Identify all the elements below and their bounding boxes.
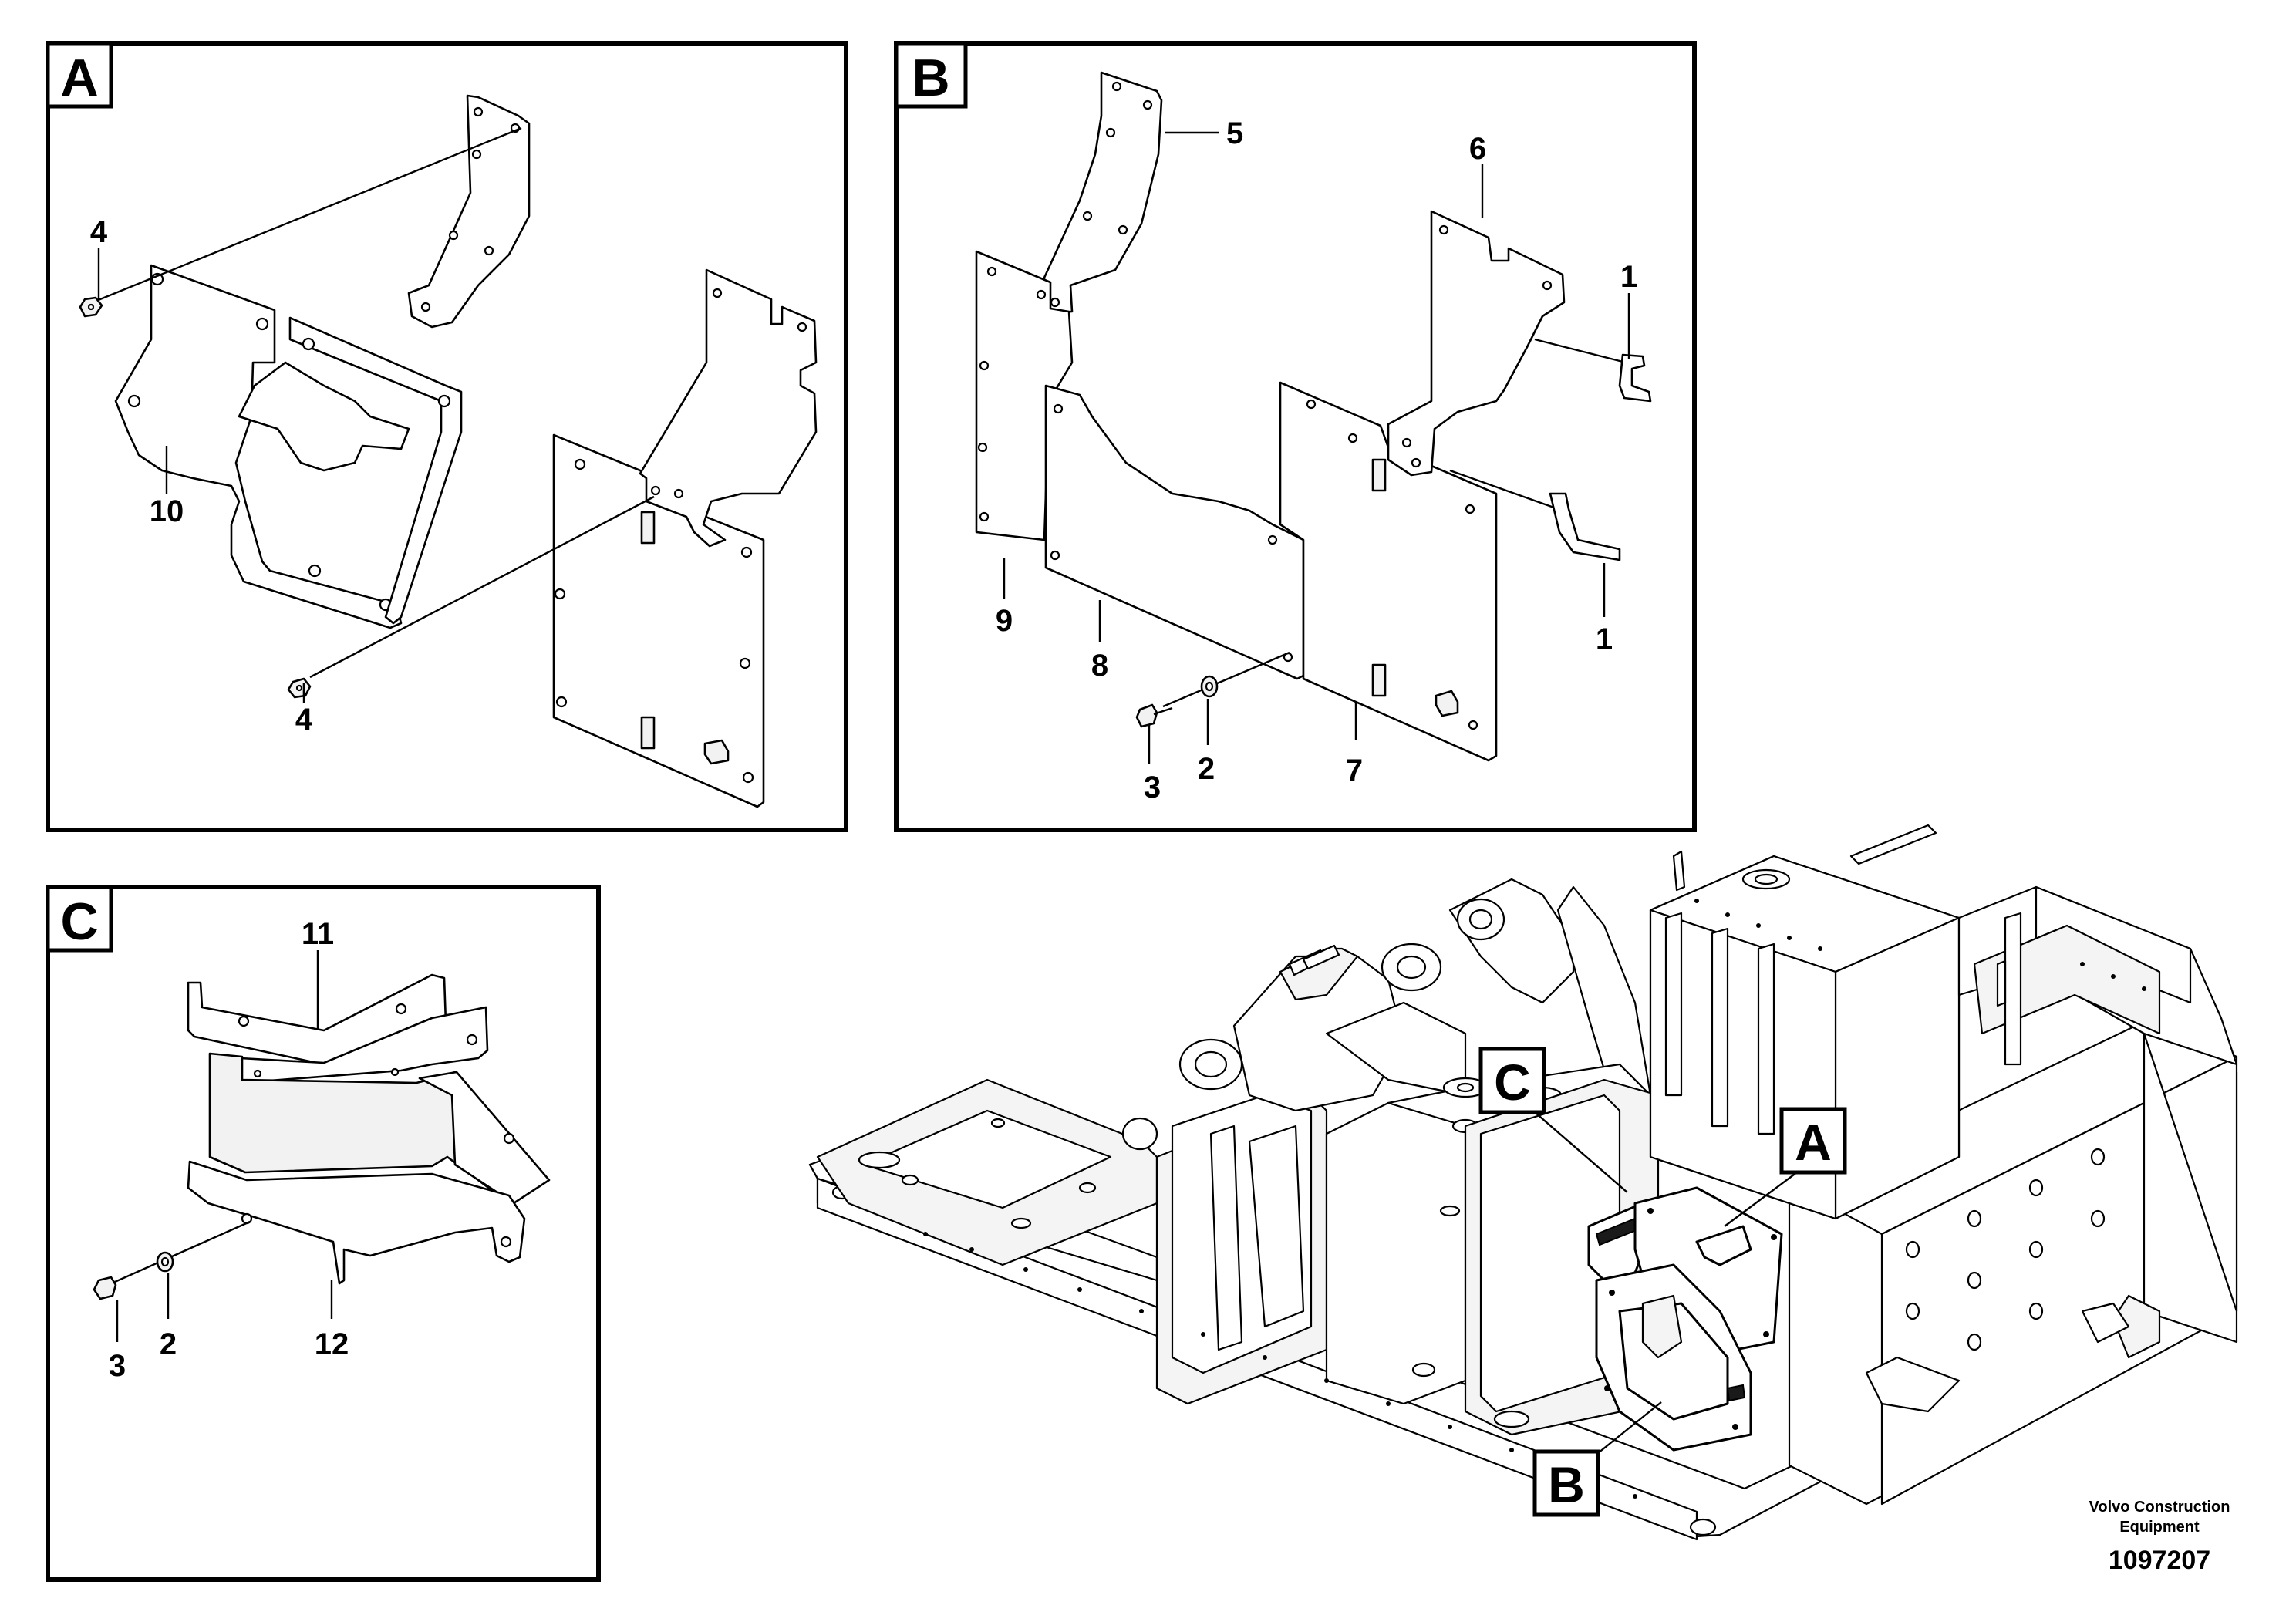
- part-9-plate: [975, 250, 1074, 541]
- bolt-4-bottom: [287, 677, 312, 699]
- callout-12: 12: [315, 1327, 349, 1361]
- svg-text:A: A: [1795, 1114, 1832, 1171]
- right-upper-bracket: [639, 268, 818, 548]
- panel-b-tag: B: [912, 49, 949, 107]
- panel-a-tag: A: [60, 49, 98, 107]
- callout-2: 2: [1198, 752, 1215, 786]
- part-5-bracket: [1043, 71, 1163, 315]
- overview-tag-c: C: [1478, 1047, 1628, 1193]
- callout-2-c: 2: [160, 1327, 177, 1361]
- callout-5: 5: [1226, 116, 1243, 150]
- washer-2-c: [156, 1251, 174, 1273]
- bolt-3-c: [93, 1276, 117, 1300]
- part-1-clip-bottom: [1449, 469, 1621, 561]
- callout-6: 6: [1469, 132, 1486, 166]
- part-11-bracket: [187, 973, 489, 1084]
- overview-tag-a: A: [1724, 1107, 1847, 1227]
- bolt-4-top: [79, 296, 103, 318]
- svg-text:B: B: [1548, 1456, 1585, 1513]
- callout-1-bottom: 1: [1596, 622, 1613, 656]
- detail-panel-b: B: [894, 41, 1697, 832]
- callout-7: 7: [1346, 754, 1363, 787]
- part-1-clip-top: [1534, 338, 1652, 403]
- overview-frame: C A B: [808, 824, 2238, 1541]
- callout-3-c: 3: [109, 1349, 126, 1383]
- part-8-plate: [1044, 384, 1305, 680]
- right-base-plate: [552, 433, 765, 808]
- washer-2: [1200, 675, 1219, 698]
- footer-block: Volvo Construction Equipment 1097207: [2089, 1499, 2230, 1575]
- svg-text:C: C: [1494, 1054, 1531, 1111]
- callout-1-top: 1: [1620, 260, 1637, 294]
- part-6-bracket: [1387, 210, 1566, 477]
- callout-4-top: 4: [90, 215, 108, 249]
- bolt-3: [1135, 703, 1173, 728]
- company-name-line2: Equipment: [2119, 1519, 2200, 1536]
- part-12-bracket: [187, 1160, 526, 1285]
- callout-9: 9: [996, 604, 1013, 638]
- overview-mounted-panels: [1587, 1186, 1783, 1452]
- company-name-line1: Volvo Construction: [2089, 1499, 2230, 1516]
- callout-11: 11: [302, 917, 334, 951]
- overview-tag-b: B: [1532, 1401, 1662, 1517]
- detail-panel-c: C: [46, 885, 601, 1582]
- detail-panel-a: A: [46, 41, 848, 832]
- callout-3: 3: [1144, 771, 1161, 804]
- callout-4-bottom: 4: [295, 703, 313, 737]
- panel-c-tag: C: [60, 892, 98, 951]
- housing-block: [208, 1052, 551, 1205]
- callout-8: 8: [1091, 649, 1108, 683]
- callout-10: 10: [150, 494, 184, 528]
- drawing-number: 1097207: [2109, 1546, 2210, 1575]
- part-7-plate: [1279, 381, 1498, 762]
- centre-plate: [238, 316, 463, 625]
